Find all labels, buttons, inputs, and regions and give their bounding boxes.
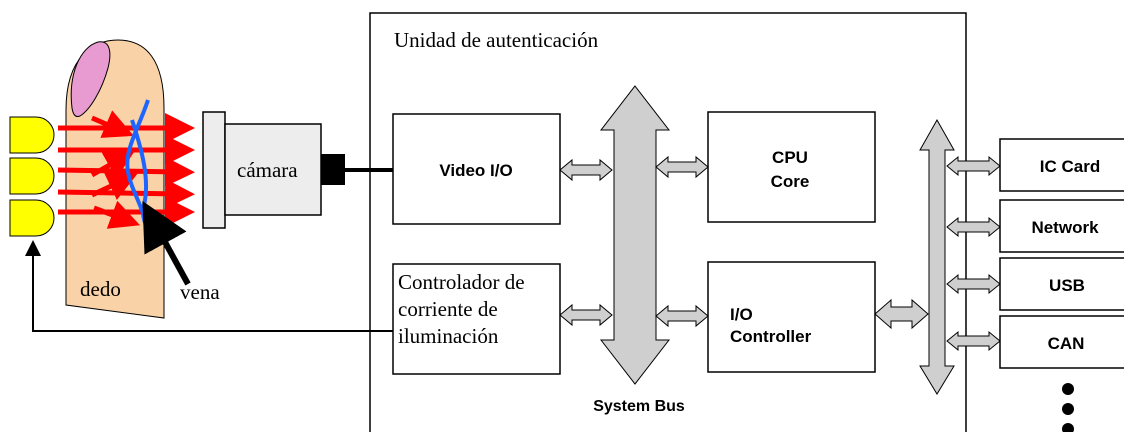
ic-card-box — [999, 138, 1124, 192]
network-label: Network — [1031, 218, 1099, 237]
video-io-box — [392, 113, 561, 225]
led-3 — [9, 199, 55, 237]
can-label: CAN — [1048, 334, 1085, 353]
camera-connector — [321, 154, 345, 185]
usb-box — [999, 257, 1124, 311]
ray-8 — [90, 172, 138, 200]
lighting-controller-line-1: Controlador de — [398, 270, 525, 294]
cpu-label-line-1: CPU — [772, 148, 808, 167]
camera-label: cámara — [237, 158, 298, 182]
led-1 — [9, 116, 55, 154]
io-controller-line-1: I/O — [730, 305, 753, 324]
camera: cámara — [202, 111, 345, 229]
controller-to-led-wire — [25, 240, 393, 332]
network-connector — [946, 216, 1001, 238]
network-box — [999, 199, 1124, 253]
camera-lens — [202, 111, 226, 229]
more-peripherals-dots — [1062, 383, 1074, 432]
led-2 — [9, 157, 55, 195]
bus-connectors — [559, 155, 929, 330]
finger-label: dedo — [80, 277, 121, 301]
lighting-controller-box — [392, 263, 561, 375]
usb-label: USB — [1049, 276, 1085, 295]
ic-card-connector — [946, 155, 1001, 177]
video-io-label: Video I/O — [439, 161, 512, 180]
lighting-controller-line-2: corriente de — [398, 297, 498, 321]
ellipsis-dot-3 — [1062, 423, 1074, 432]
fingernail — [70, 41, 111, 117]
authentication-unit-title: Unidad de autenticación — [394, 28, 599, 52]
cpu-bus-connector — [655, 155, 709, 179]
io-controller-line-2: Controller — [730, 327, 812, 346]
system-bus-arrow — [599, 85, 671, 385]
cpu-core-box — [707, 111, 876, 223]
io-to-peripheral-bus-connector — [874, 298, 929, 330]
controller-bus-connector — [559, 303, 613, 327]
io-bus-connector — [655, 304, 709, 328]
peripheral-connectors — [946, 155, 1001, 352]
vein-pointer-arrow — [142, 200, 191, 286]
ray-3 — [57, 156, 195, 187]
video-bus-connector — [559, 158, 613, 182]
ray-4 — [57, 178, 195, 209]
ray-6 — [91, 110, 134, 138]
ray-7 — [90, 150, 136, 179]
can-box — [999, 315, 1124, 369]
camera-body — [224, 123, 322, 216]
ellipsis-dot-1 — [1062, 383, 1074, 395]
io-controller-box — [707, 261, 876, 373]
system-bus-label: System Bus — [593, 398, 685, 415]
usb-connector — [946, 273, 1001, 295]
cpu-label-line-2: Core — [771, 172, 810, 191]
led-array — [9, 116, 55, 237]
vein-label: vena — [180, 280, 220, 304]
ellipsis-dot-2 — [1062, 403, 1074, 415]
lighting-controller-line-3: iluminación — [398, 324, 499, 348]
ic-card-label: IC Card — [1040, 157, 1100, 176]
peripheral-bus-arrow — [919, 118, 955, 395]
ray-9 — [93, 200, 141, 229]
can-connector — [946, 330, 1001, 352]
